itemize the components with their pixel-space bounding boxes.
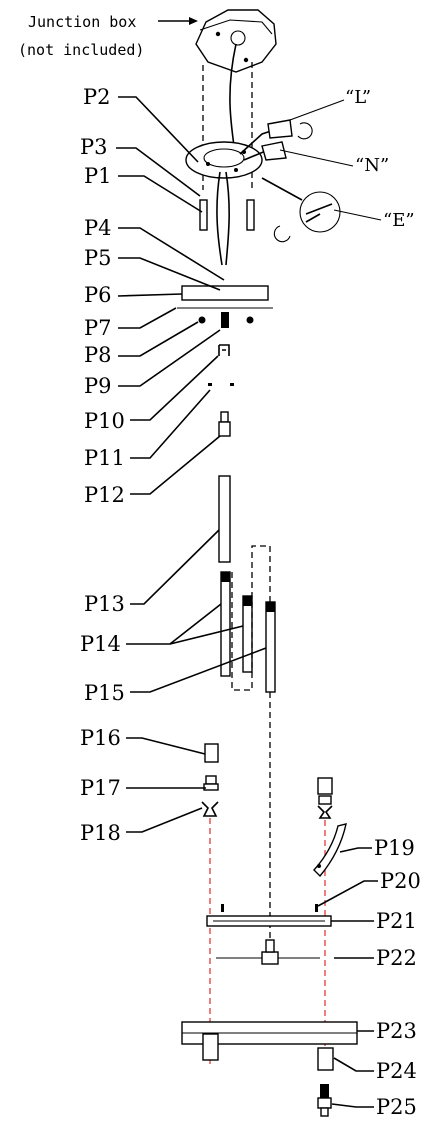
bulb-spring bbox=[320, 1084, 329, 1098]
mounting-bracket bbox=[185, 62, 341, 266]
label-p18: P18 bbox=[80, 821, 121, 845]
clip bbox=[218, 344, 230, 356]
label-p13: P13 bbox=[84, 592, 125, 616]
cap-nut-left bbox=[198, 316, 206, 324]
label-p3: P3 bbox=[80, 135, 108, 159]
earth-wire-label: “E” bbox=[383, 210, 415, 231]
socket-clip-right bbox=[317, 805, 333, 819]
extension-rod-3 bbox=[265, 601, 276, 693]
label-p5: P5 bbox=[84, 246, 112, 270]
screw-20-right bbox=[315, 904, 318, 912]
label-p16: P16 bbox=[80, 726, 121, 750]
label-p15: P15 bbox=[84, 681, 125, 705]
threaded-nipple bbox=[221, 312, 229, 328]
bulb-base bbox=[317, 1097, 332, 1109]
label-p7: P7 bbox=[84, 316, 112, 340]
label-p22: P22 bbox=[376, 946, 417, 970]
label-p1: P1 bbox=[84, 164, 112, 188]
coupler bbox=[220, 411, 229, 423]
junction-box-note: (not included) bbox=[18, 41, 144, 59]
label-p11: P11 bbox=[84, 446, 125, 470]
label-p6: P6 bbox=[84, 283, 112, 307]
live-wire-label: “L” bbox=[345, 87, 371, 108]
label-p24: P24 bbox=[376, 1059, 417, 1083]
label-p4: P4 bbox=[84, 216, 112, 240]
extension-rod-2 bbox=[242, 595, 253, 673]
canopy-plate bbox=[181, 285, 269, 301]
label-p25: P25 bbox=[376, 1095, 417, 1119]
screw-left bbox=[208, 383, 212, 386]
lamp-shade-bottom-right bbox=[317, 1047, 334, 1071]
label-p14: P14 bbox=[80, 632, 121, 656]
top-rod bbox=[218, 475, 231, 563]
label-p23: P23 bbox=[376, 1019, 417, 1043]
wire-connector-live bbox=[267, 119, 313, 140]
label-p12: P12 bbox=[84, 483, 125, 507]
cap-nut-right bbox=[246, 316, 254, 324]
lamp-shade-bottom-left bbox=[202, 1033, 219, 1061]
screw-20-left bbox=[221, 904, 224, 912]
label-p19: P19 bbox=[374, 836, 415, 860]
socket-cap-left bbox=[205, 775, 217, 785]
screw-right bbox=[230, 383, 234, 386]
socket-clip-left bbox=[201, 801, 219, 817]
coupler-body bbox=[218, 421, 231, 437]
junction-box bbox=[195, 9, 277, 161]
rod-option-outline bbox=[231, 545, 271, 691]
label-p21: P21 bbox=[376, 909, 417, 933]
wire-connector-neutral bbox=[261, 141, 287, 161]
earth-screw bbox=[273, 213, 321, 243]
lamp-shade-left bbox=[204, 743, 219, 763]
extension-rod-1 bbox=[220, 571, 231, 677]
label-p10: P10 bbox=[84, 409, 125, 433]
arm-bracket bbox=[313, 823, 347, 878]
neutral-wire-label: “N” bbox=[355, 155, 389, 176]
label-p8: P8 bbox=[84, 343, 112, 367]
label-p9: P9 bbox=[84, 374, 112, 398]
label-p17: P17 bbox=[80, 776, 121, 800]
junction-box-label: Junction box bbox=[28, 13, 136, 31]
hub bbox=[261, 951, 279, 965]
lamp-shade-right bbox=[317, 777, 333, 795]
label-p2: P2 bbox=[83, 85, 111, 109]
label-p20: P20 bbox=[380, 869, 421, 893]
